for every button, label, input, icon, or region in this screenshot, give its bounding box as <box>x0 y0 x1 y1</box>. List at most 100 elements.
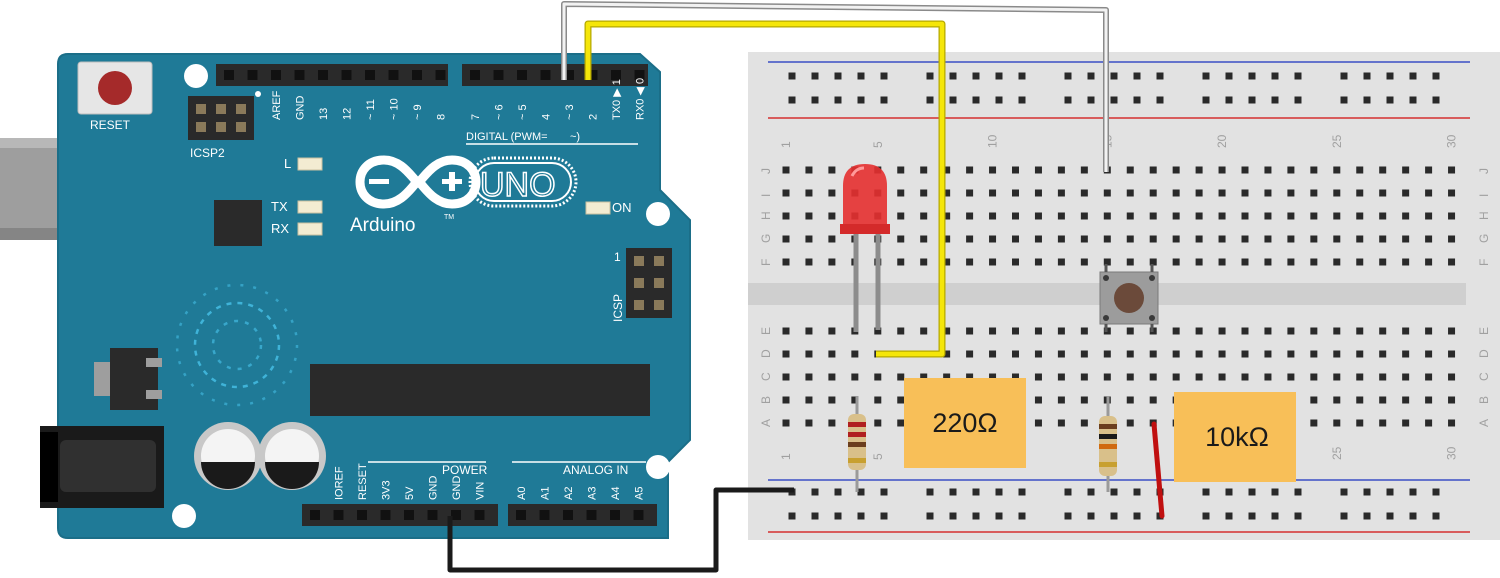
breadboard-hole <box>1356 350 1364 358</box>
icsp2-label: ICSP2 <box>190 146 225 160</box>
resistor-220-label-box <box>904 378 1026 468</box>
breadboard-hole <box>1195 258 1203 266</box>
resistor-220 <box>848 396 866 492</box>
power-pin-label: RESET <box>357 463 369 500</box>
breadboard-row-letter: B <box>759 396 773 404</box>
breadboard-hole <box>1034 212 1042 220</box>
breadboard-row-letter: J <box>759 168 773 174</box>
breadboard-hole <box>1241 258 1249 266</box>
breadboard-hole <box>1034 327 1042 335</box>
rail-hole <box>1386 96 1394 104</box>
digital-pin-label: 13 <box>318 108 330 120</box>
breadboard-hole <box>1126 258 1134 266</box>
breadboard-hole <box>1034 373 1042 381</box>
rail-hole <box>1386 512 1394 520</box>
rail-hole <box>1202 96 1210 104</box>
breadboard-hole <box>805 235 813 243</box>
brand-text: Arduino <box>350 215 416 236</box>
breadboard-hole <box>1287 212 1295 220</box>
breadboard-row-letter: C <box>759 372 773 381</box>
breadboard-hole <box>828 350 836 358</box>
breadboard-row-letter: E <box>759 327 773 335</box>
breadboard-row-letter: G <box>1477 234 1491 243</box>
circuit-decoration <box>175 283 299 407</box>
breadboard-hole <box>874 396 882 404</box>
breadboard-hole <box>1356 258 1364 266</box>
breadboard-hole <box>1149 166 1157 174</box>
icsp-header <box>626 248 672 318</box>
reset-button-cap[interactable] <box>98 71 132 105</box>
rail-hole <box>972 72 980 80</box>
rail-hole <box>1018 72 1026 80</box>
rail-hole <box>857 96 865 104</box>
breadboard-hole <box>1310 235 1318 243</box>
rail-hole <box>1363 488 1371 496</box>
rail-hole <box>1133 512 1141 520</box>
mount-hole <box>646 202 670 226</box>
header-socket <box>310 510 320 520</box>
header-socket <box>539 510 550 520</box>
rail-hole <box>926 512 934 520</box>
breadboard-hole <box>1103 235 1111 243</box>
header-socket <box>271 70 281 80</box>
header-socket <box>634 70 645 80</box>
breadboard-hole <box>1448 373 1456 381</box>
rail-hole <box>1225 96 1233 104</box>
breadboard-hole <box>1241 166 1249 174</box>
header-socket <box>247 70 258 80</box>
power-pin-label: 3V3 <box>381 480 393 500</box>
wire-red <box>1151 421 1165 519</box>
breadboard-hole <box>1080 166 1088 174</box>
breadboard-hole <box>782 419 790 427</box>
rail-hole <box>1225 72 1233 80</box>
rail-hole <box>1087 72 1095 80</box>
breadboard-hole <box>1402 166 1410 174</box>
dc-jack-inner <box>60 440 156 492</box>
breadboard-hole <box>1310 327 1318 335</box>
breadboard-hole <box>1057 189 1065 197</box>
header-socket <box>470 70 480 80</box>
push-button-cap[interactable] <box>1114 283 1144 313</box>
header-block <box>302 504 498 526</box>
rail-hole <box>1202 72 1210 80</box>
rail-hole <box>1363 72 1371 80</box>
rail-hole <box>1432 512 1440 520</box>
digital-header <box>216 64 648 86</box>
breadboard-hole <box>782 212 790 220</box>
digital-pin-label: 12 <box>342 108 354 120</box>
rail-hole <box>834 72 842 80</box>
led-on <box>585 201 611 215</box>
breadboard-hole <box>897 373 905 381</box>
breadboard-row-letter: I <box>1477 194 1491 197</box>
breadboard-hole <box>1425 258 1433 266</box>
breadboard-hole <box>1218 235 1226 243</box>
breadboard-hole <box>828 258 836 266</box>
header-socket <box>318 70 328 80</box>
breadboard-hole <box>1425 189 1433 197</box>
led-tx <box>297 200 323 214</box>
rail-hole <box>926 488 934 496</box>
analog-pin-label: A3 <box>587 487 599 500</box>
rail-hole <box>1271 96 1279 104</box>
rail-hole <box>1271 512 1279 520</box>
rail-hole <box>788 96 796 104</box>
rail-hole <box>1409 512 1417 520</box>
rail-hole <box>1432 72 1440 80</box>
breadboard-hole <box>1379 419 1387 427</box>
led-l-label: L <box>284 156 291 171</box>
breadboard-hole <box>782 189 790 197</box>
breadboard-hole <box>1080 419 1088 427</box>
breadboard-hole <box>966 189 974 197</box>
capacitor <box>194 422 262 490</box>
breadboard-hole <box>805 396 813 404</box>
push-button[interactable] <box>1099 264 1159 332</box>
breadboard-hole <box>828 212 836 220</box>
rail-hole <box>995 72 1003 80</box>
breadboard-hole <box>782 396 790 404</box>
breadboard-row-letter: A <box>1477 419 1491 427</box>
breadboard-hole <box>897 396 905 404</box>
breadboard-hole <box>943 258 951 266</box>
wire-white-core <box>562 2 1108 172</box>
rail-hole <box>1087 488 1095 496</box>
